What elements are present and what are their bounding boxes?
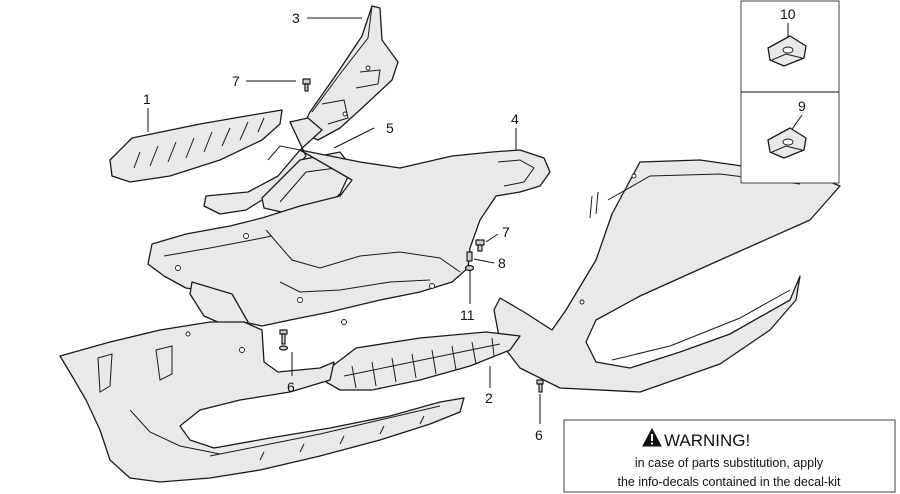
warning-title: WARNING!	[664, 431, 750, 450]
part-6-screw-right	[536, 379, 544, 393]
warning-triangle-icon	[642, 427, 662, 447]
callout-2: 2	[485, 390, 493, 406]
part-10-clip	[767, 35, 807, 67]
part-8-nut	[464, 251, 475, 272]
leader-lines	[147, 17, 541, 424]
callout-6-right: 6	[535, 427, 543, 443]
warning-line-1: in case of parts substitution, apply	[635, 456, 824, 470]
part-2-right-footrest-mat	[325, 331, 521, 391]
lower-floor-shell	[59, 321, 465, 483]
callout-7-middle: 7	[502, 224, 510, 240]
part-6-screw-left	[278, 329, 289, 351]
callout-1: 1	[143, 91, 151, 107]
callout-8: 8	[498, 255, 506, 271]
part-1-left-footrest-mat	[109, 109, 283, 183]
warning-box: WARNING! in case of parts substitution, …	[563, 419, 896, 493]
callout-10: 10	[780, 6, 796, 22]
part-4-central-frame-cover	[147, 149, 551, 331]
callout-4: 4	[511, 111, 519, 127]
part-7-screw-middle	[475, 239, 485, 252]
right-side-panel	[493, 159, 841, 393]
callout-9: 9	[798, 98, 806, 114]
part-7-screw-top	[302, 78, 311, 92]
callout-3: 3	[292, 10, 300, 26]
inset-box-clips: 10 9	[740, 0, 840, 184]
callout-11: 11	[460, 307, 475, 323]
part-3-spine-cover	[299, 5, 399, 141]
callout-5: 5	[386, 120, 394, 136]
warning-line-2: the info-decals contained in the decal-k…	[617, 475, 841, 489]
callout-6-left: 6	[287, 379, 295, 395]
part-9-clip	[767, 127, 807, 159]
callout-7-top: 7	[232, 73, 240, 89]
callout-labels: 3 1 7 5 4 7 8 11 2 6 6	[143, 10, 543, 443]
